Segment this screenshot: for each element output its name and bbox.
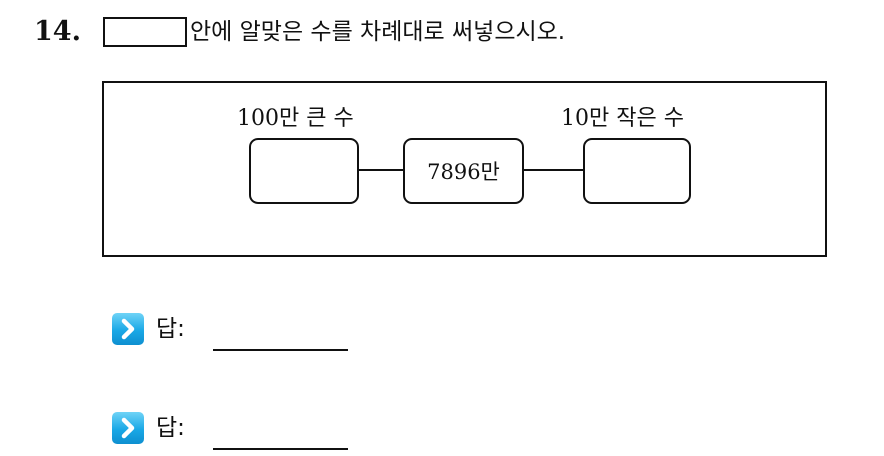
answer-row-1: 답:	[112, 309, 372, 351]
question-number: 14.	[34, 16, 81, 47]
answer-label: 답:	[156, 316, 185, 342]
question-text: 안에 알맞은 수를 차례대로 써넣으시오.	[190, 19, 566, 45]
center-node: 7896만	[403, 138, 524, 204]
answer-blank-box	[103, 17, 187, 47]
left-node-value	[251, 140, 357, 202]
right-node-value	[585, 140, 689, 202]
right-answer-node	[583, 138, 691, 204]
left-node-label: 100만 큰 수	[237, 106, 354, 131]
right-node-label: 10만 작은 수	[561, 106, 684, 131]
chevron-right-icon	[112, 313, 144, 345]
answer-input-line[interactable]	[213, 448, 348, 450]
diagram-frame	[102, 81, 827, 257]
left-answer-node	[249, 138, 359, 204]
chevron-right-icon	[112, 412, 144, 444]
center-node-value: 7896만	[427, 160, 500, 184]
answer-row-2: 답:	[112, 408, 372, 450]
left-connector	[359, 169, 403, 171]
answer-label: 답:	[156, 415, 185, 441]
right-connector	[524, 169, 583, 171]
answer-input-line[interactable]	[213, 349, 348, 351]
